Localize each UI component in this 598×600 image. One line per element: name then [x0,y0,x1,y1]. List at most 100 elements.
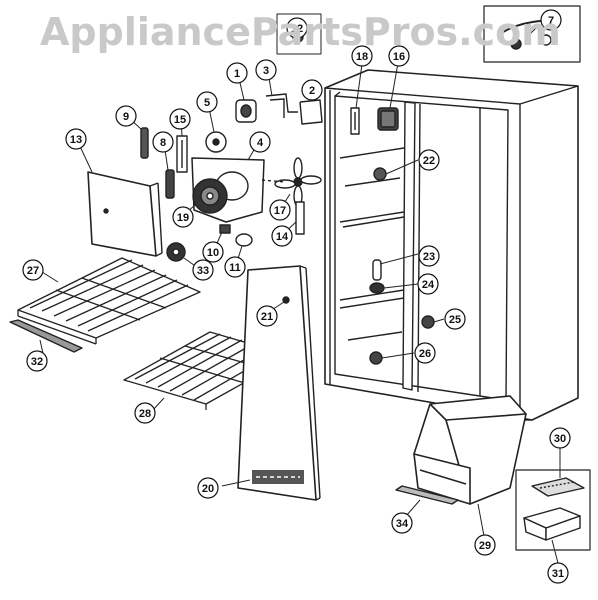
callout-34: 34 [391,512,413,534]
callout-label: 12 [291,23,303,35]
callout-bubble [418,149,440,171]
callout-21: 21 [256,305,278,327]
callout-bubble [249,131,271,153]
callout-label: 29 [479,540,491,552]
callout-13: 13 [65,128,87,150]
part-15-bracket [176,135,188,173]
callout-label: 24 [422,279,435,291]
callout-bubble [286,17,308,39]
callout-24: 24 [417,273,439,295]
part-32-shelf-bar [9,319,83,353]
callout-29: 29 [474,534,496,556]
part-20-back-panel [237,265,321,501]
callout-3: 3 [255,59,277,81]
part-27-wire-shelf [17,257,201,345]
part-22-light [373,167,387,181]
callout-label: 31 [552,568,564,580]
callout-19: 19 [172,206,194,228]
callout-label: 10 [207,247,219,259]
callout-label: 25 [449,314,461,326]
callout-bubble [224,256,246,278]
callout-8: 8 [152,131,174,153]
part-3-bracket [265,93,298,118]
part-1-grommet [235,99,257,123]
callout-bubble [444,308,466,330]
callout-5: 5 [196,91,218,113]
part-14-bracket [295,201,305,235]
callout-1: 1 [226,62,248,84]
callout-31: 31 [547,562,569,584]
callout-22: 22 [418,149,440,171]
callout-4: 4 [249,131,271,153]
callout-2: 2 [301,79,323,101]
part-26-fitting [369,351,383,365]
callout-bubble [134,402,156,424]
callout-label: 22 [423,155,435,167]
callout-bubble [301,79,323,101]
callout-label: 1 [234,68,240,80]
callout-label: 17 [274,205,286,217]
callout-20: 20 [197,477,219,499]
callout-7: 7 [540,9,562,31]
callout-label: 30 [554,433,566,445]
part-11-bulb [235,233,253,247]
callout-bubble [192,259,214,281]
part-5-mount [205,131,227,153]
callout-label: 34 [396,518,409,530]
callout-12: 12 [286,17,308,39]
callout-label: 11 [229,262,241,274]
part-24-socket [369,282,385,294]
callout-bubble [351,45,373,67]
callout-23: 23 [418,245,440,267]
callout-16: 16 [388,45,410,67]
callout-bubble [547,562,569,584]
part-10-screw [219,224,231,234]
callout-label: 33 [197,265,209,277]
callout-bubble [115,105,137,127]
callout-bubble [255,59,277,81]
callout-label: 28 [139,408,151,420]
part-33-washer [166,242,186,262]
callout-bubble [22,259,44,281]
callout-18: 18 [351,45,373,67]
callout-bubble [388,45,410,67]
callout-bubble [418,245,440,267]
callout-14: 14 [271,225,293,247]
callout-label: 3 [263,65,269,77]
callout-bubble [226,62,248,84]
callout-9: 9 [115,105,137,127]
callout-bubble [152,131,174,153]
callout-label: 14 [276,231,289,243]
callout-label: 26 [419,348,431,360]
callout-bubble [65,128,87,150]
part-7-inset-box [483,5,581,63]
callout-bubble [26,350,48,372]
callout-label: 20 [202,483,214,495]
callout-bubble [256,305,278,327]
callout-bubble [414,342,436,364]
part-18-bracket [350,107,360,135]
part-29-drawer [413,395,527,505]
callout-layer: 1234578910111213141516171819202122232425… [22,9,571,584]
callout-bubble [391,512,413,534]
part-31-ice-bin [523,507,581,541]
part-34-trim-strip [395,485,459,505]
callout-bubble [417,273,439,295]
part-25-fitting [421,315,435,329]
callout-label: 16 [393,51,405,63]
callout-bubble [540,9,562,31]
callout-30: 30 [549,427,571,449]
callout-bubble [549,427,571,449]
callout-bubble [474,534,496,556]
callout-label: 4 [257,137,264,149]
part-12-inset-box [276,13,322,55]
part-23-bulb [372,259,382,281]
callout-28: 28 [134,402,156,424]
callout-15: 15 [169,108,191,130]
callout-17: 17 [269,199,291,221]
callout-label: 5 [204,97,210,109]
callout-label: 27 [27,265,39,277]
callout-bubble [269,199,291,221]
